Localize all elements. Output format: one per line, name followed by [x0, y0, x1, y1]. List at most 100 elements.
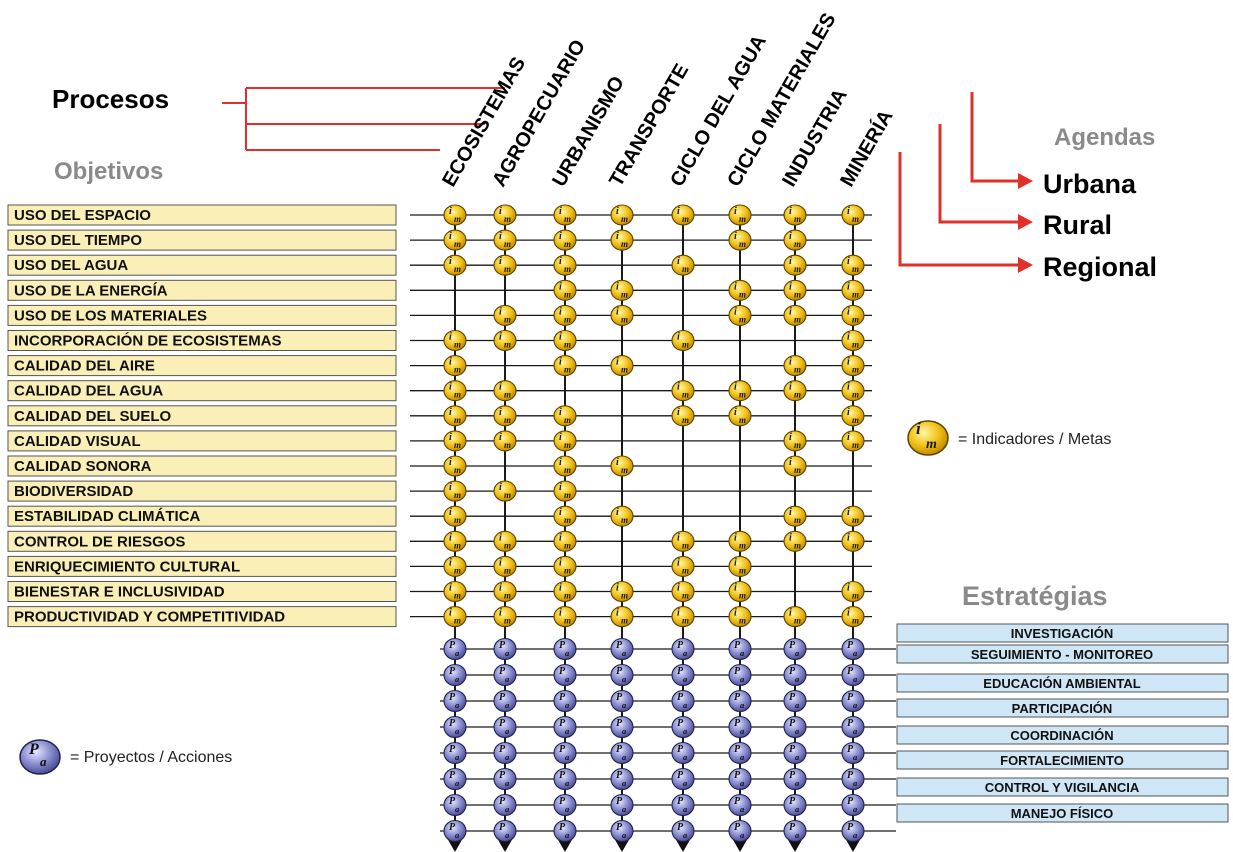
legend-indicadores-text: = Indicadores / Metas: [958, 431, 1111, 448]
project-badge-icon: Pa: [553, 793, 577, 817]
objetivo-label: CALIDAD VISUAL: [14, 433, 141, 450]
svg-text:a: a: [565, 804, 570, 814]
svg-text:P: P: [734, 822, 741, 833]
estrategia-box: [896, 750, 1229, 770]
project-badge-icon: Pa: [493, 741, 517, 765]
indicator-badge-icon: im: [728, 279, 752, 301]
svg-text:i: i: [789, 306, 792, 317]
svg-text:i: i: [499, 332, 502, 343]
svg-text:a: a: [740, 726, 745, 736]
svg-text:m: m: [852, 314, 859, 324]
svg-text:m: m: [739, 214, 746, 224]
project-badge-icon: Pa: [610, 637, 634, 661]
indicator-badge-icon: im: [841, 405, 865, 427]
project-badge-icon: Pa: [841, 767, 865, 791]
objetivo-box: [7, 229, 397, 251]
indicator-badge-icon: im: [443, 254, 467, 276]
svg-text:i: i: [847, 306, 850, 317]
svg-text:P: P: [616, 796, 623, 807]
svg-text:i: i: [734, 583, 737, 594]
agendas-arrows: [898, 92, 1018, 267]
svg-text:a: a: [565, 648, 570, 658]
svg-text:m: m: [621, 289, 628, 299]
svg-text:P: P: [499, 822, 506, 833]
project-badge-icon: Pa: [783, 663, 807, 687]
svg-text:a: a: [565, 778, 570, 788]
project-badge-icon: Pa: [841, 741, 865, 765]
svg-text:i: i: [449, 507, 452, 518]
objetivo-box: [7, 480, 397, 502]
svg-text:a: a: [740, 648, 745, 658]
project-badge-icon: Pa: [783, 715, 807, 739]
svg-text:i: i: [847, 206, 850, 217]
project-badge-icon: Pa: [553, 741, 577, 765]
svg-text:P: P: [847, 796, 854, 807]
svg-text:m: m: [621, 314, 628, 324]
project-badge-icon: Pa: [553, 637, 577, 661]
svg-text:i: i: [677, 256, 680, 267]
indicator-badge-icon: im: [443, 606, 467, 628]
svg-text:m: m: [564, 365, 571, 375]
svg-text:a: a: [505, 674, 510, 684]
legend-proyectos-text: = Proyectos / Acciones: [70, 749, 232, 766]
svg-text:m: m: [621, 616, 628, 626]
indicator-badge-icon: im: [610, 505, 634, 527]
svg-text:i: i: [449, 432, 452, 443]
svg-text:a: a: [622, 726, 627, 736]
svg-text:a: a: [505, 648, 510, 658]
svg-text:P: P: [734, 692, 741, 703]
indicator-badge-icon: im: [443, 530, 467, 552]
svg-text:m: m: [454, 490, 461, 500]
svg-text:a: a: [740, 778, 745, 788]
indicator-badge-icon: im: [610, 229, 634, 251]
indicator-badge-icon: im: [671, 530, 695, 552]
indicator-badge-icon: im: [783, 430, 807, 452]
svg-text:i: i: [559, 407, 562, 418]
project-badge-icon: Pa: [728, 715, 752, 739]
svg-text:i: i: [559, 457, 562, 468]
svg-text:a: a: [622, 752, 627, 762]
project-badge-icon: Pa: [783, 819, 807, 843]
svg-text:P: P: [616, 822, 623, 833]
svg-text:i: i: [616, 457, 619, 468]
svg-text:m: m: [739, 616, 746, 626]
down-arrow-icon: [675, 838, 691, 852]
svg-text:i: i: [677, 583, 680, 594]
indicator-badge-icon: im: [443, 329, 467, 352]
svg-text:m: m: [852, 540, 859, 550]
svg-text:i: i: [847, 532, 850, 543]
estrategia-label: CONTROL Y VIGILANCIA: [985, 780, 1140, 795]
svg-text:a: a: [853, 674, 858, 684]
svg-text:i: i: [616, 507, 619, 518]
svg-text:i: i: [559, 206, 562, 217]
project-badge-icon: Pa: [783, 637, 807, 661]
svg-text:i: i: [449, 608, 452, 619]
objetivo-box: [7, 455, 397, 477]
svg-text:i: i: [499, 532, 502, 543]
indicator-badge-icon: im: [841, 430, 865, 452]
svg-text:P: P: [616, 718, 623, 729]
svg-text:P: P: [677, 796, 684, 807]
objetivo-box: [7, 304, 397, 326]
svg-text:a: a: [853, 752, 858, 762]
svg-text:P: P: [616, 640, 623, 651]
svg-text:i: i: [559, 231, 562, 242]
svg-text:i: i: [677, 608, 680, 619]
indicator-badge-icon: im: [841, 380, 865, 402]
svg-text:i: i: [449, 382, 452, 393]
indicator-badge-icon: im: [841, 355, 865, 377]
svg-text:a: a: [740, 752, 745, 762]
estrategia-box: [896, 777, 1229, 797]
svg-text:m: m: [564, 490, 571, 500]
indicator-badges: imimimimimimimimimimimimimimimimimimimim…: [443, 204, 865, 628]
svg-text:P: P: [499, 666, 506, 677]
svg-text:m: m: [504, 440, 511, 450]
project-badge-icon: Pa: [671, 663, 695, 687]
svg-text:a: a: [853, 700, 858, 710]
project-badge-icon: Pa: [553, 767, 577, 791]
objetivo-box: [7, 606, 397, 628]
svg-text:m: m: [454, 616, 461, 626]
svg-text:P: P: [847, 744, 854, 755]
estrategia-box: [896, 698, 1229, 718]
